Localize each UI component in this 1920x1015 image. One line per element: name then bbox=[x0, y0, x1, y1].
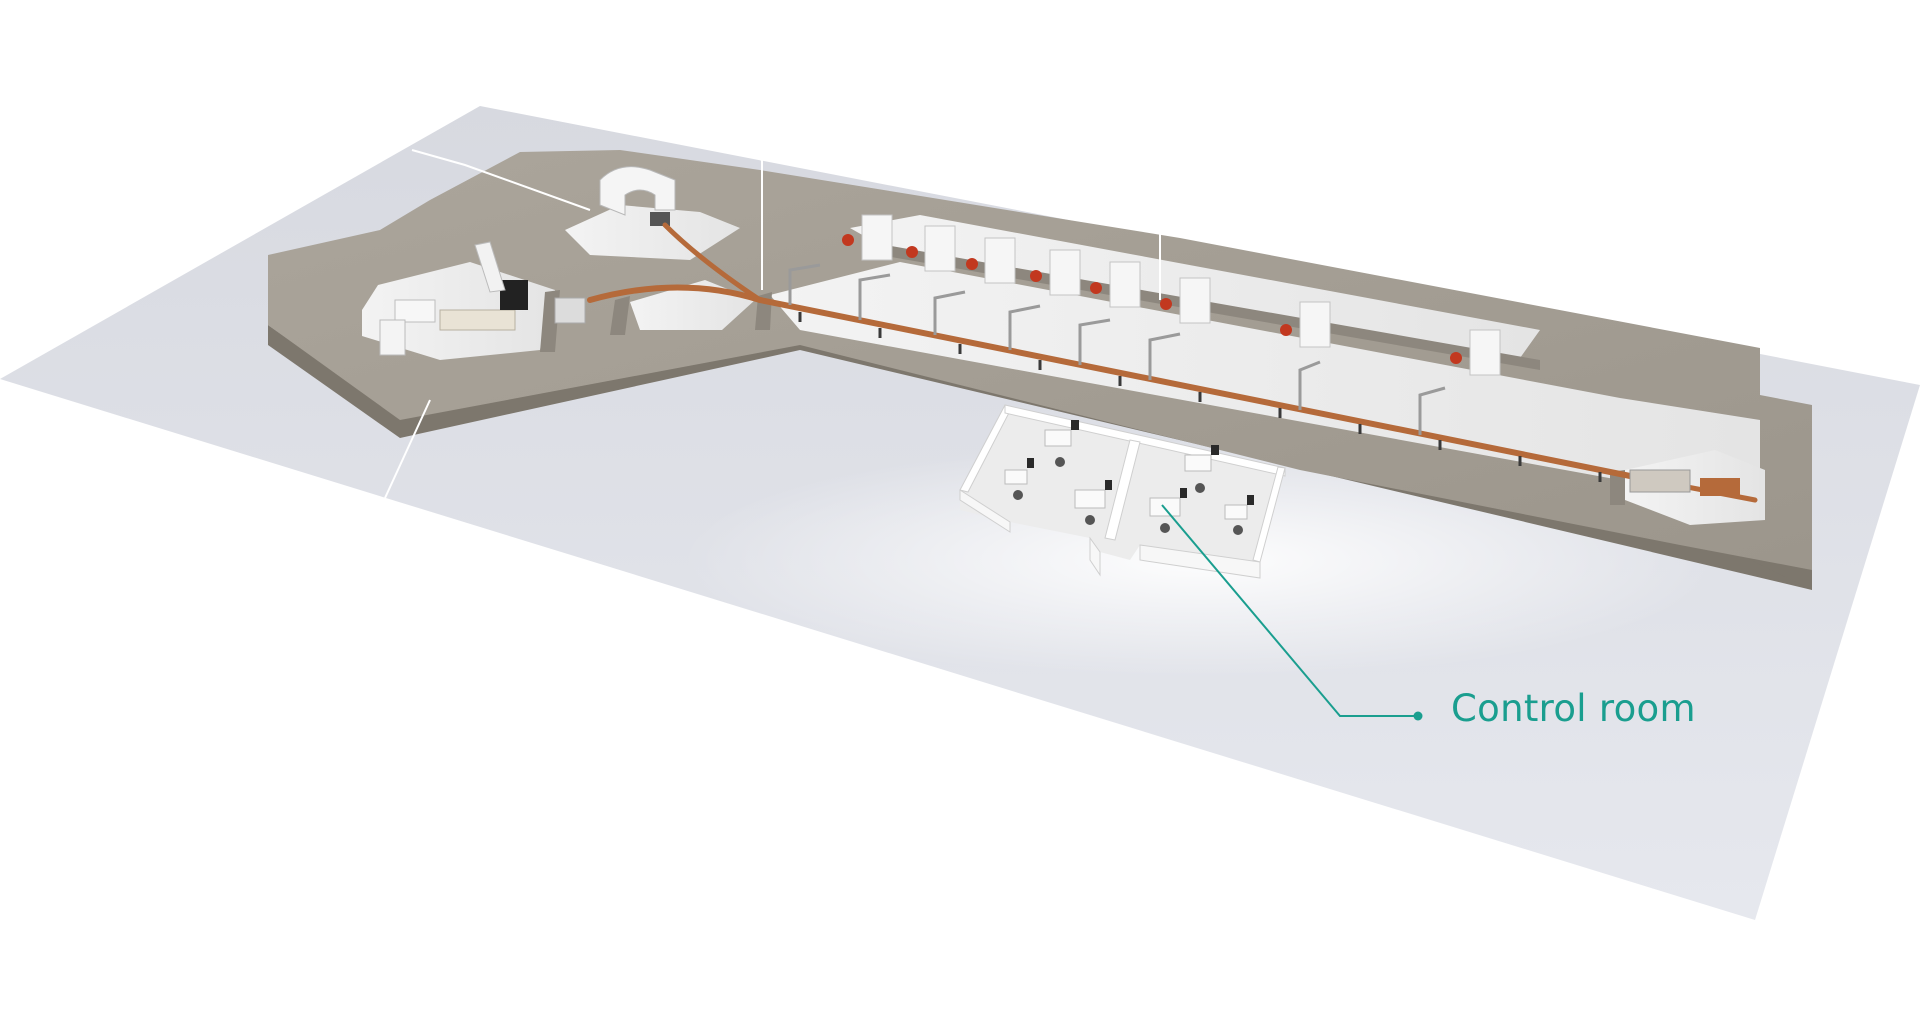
control-desks bbox=[1004, 429, 1248, 520]
section-lines bbox=[384, 144, 1161, 499]
waveguides bbox=[788, 263, 1446, 435]
control-room bbox=[959, 404, 1286, 579]
klystron-units bbox=[842, 234, 1462, 364]
control-monitors bbox=[1027, 420, 1254, 505]
beamline-supports bbox=[798, 312, 1602, 482]
control-room-callout-leader bbox=[1161, 504, 1423, 721]
beamline bbox=[587, 222, 1758, 503]
klystron-cabinets bbox=[861, 214, 1501, 376]
control-room-label: Control room bbox=[1451, 687, 1696, 730]
end-room-equipment bbox=[1629, 469, 1740, 496]
treatment-room-equipment bbox=[379, 241, 586, 356]
control-chairs bbox=[1013, 457, 1243, 535]
